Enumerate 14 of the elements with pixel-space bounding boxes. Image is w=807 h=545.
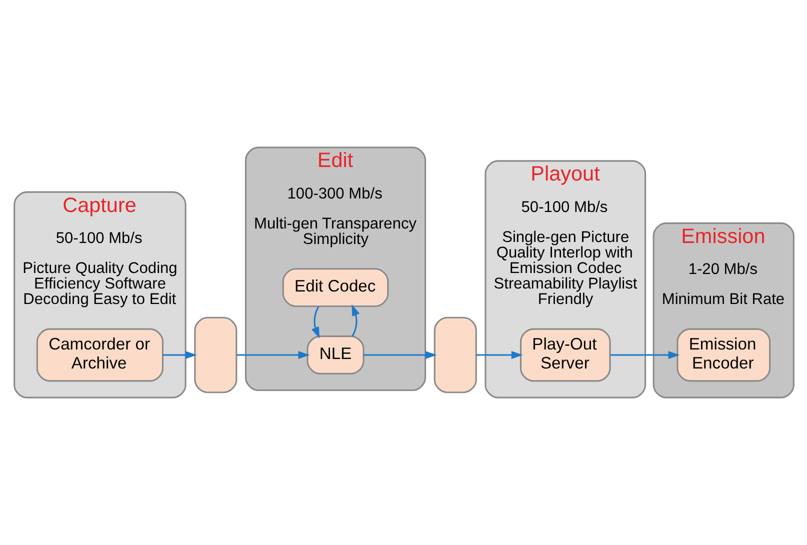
arrow: [162, 351, 197, 359]
arrow: [610, 351, 680, 359]
arrow: [364, 351, 437, 359]
node-box: NLE: [306, 336, 364, 374]
arrow: [236, 351, 310, 359]
arrow: [476, 351, 523, 359]
node-box: Play-Out Server: [520, 328, 611, 382]
node-box: [194, 316, 238, 394]
arrow: [352, 304, 360, 337]
arrow: [312, 306, 320, 338]
node-box: Edit Codec: [282, 268, 389, 307]
node-box: Emission Encoder: [676, 328, 771, 382]
node-box: Camcorder or Archive: [36, 328, 164, 382]
node-box: [434, 316, 477, 394]
